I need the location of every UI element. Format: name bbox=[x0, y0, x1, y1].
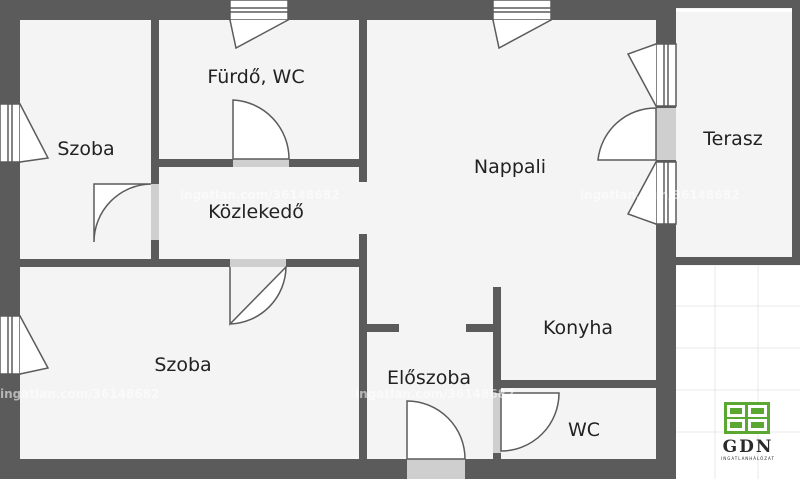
door-swings bbox=[19, 19, 657, 460]
door-openings bbox=[151, 108, 676, 479]
door-swing-szoba-bottom bbox=[229, 265, 287, 326]
watermark-text: ingatlan.com/36148682 bbox=[355, 387, 514, 401]
room-label-furdo: Fürdő, WC bbox=[207, 66, 304, 88]
logo-name: GDN bbox=[723, 437, 774, 457]
window-top-left bbox=[229, 0, 289, 21]
room-label-wc: WC bbox=[568, 419, 600, 441]
logo-tagline: INGATLANHÁLÓZAT bbox=[721, 456, 775, 461]
window-swing-right-bottom bbox=[626, 161, 657, 225]
room-label-nappali: Nappali bbox=[474, 156, 546, 178]
room-label-konyha: Konyha bbox=[543, 317, 613, 339]
room-label-kozlekedo: Közlekedő bbox=[208, 201, 304, 223]
watermark-text: ingatlan.com/36148682 bbox=[580, 188, 739, 202]
window-swing-left-top bbox=[19, 103, 50, 163]
window-swing-left-bottom bbox=[19, 315, 50, 375]
terrace-floor bbox=[668, 12, 792, 261]
watermarks: ingatlan.com/36148682 ingatlan.com/36148… bbox=[0, 188, 739, 401]
room-label-terasz: Terasz bbox=[702, 128, 762, 150]
window-right-bottom bbox=[655, 161, 677, 225]
window-top-right bbox=[492, 0, 552, 21]
window-swing-top-left bbox=[229, 19, 289, 50]
apartment-floor bbox=[12, 12, 668, 467]
door-swing-terasz bbox=[597, 107, 657, 161]
watermark-text: ingatlan.com/36148682 bbox=[0, 387, 159, 401]
window-left-top bbox=[0, 103, 21, 163]
windows bbox=[0, 0, 677, 375]
gdn-logo: GDN INGATLANHÁLÓZAT bbox=[721, 402, 775, 461]
watermark-text: ingatlan.com/36148682 bbox=[180, 188, 339, 202]
door-swing-furdo bbox=[232, 99, 290, 160]
room-label-eloszoba: Előszoba bbox=[387, 367, 471, 389]
window-right-top bbox=[655, 43, 677, 107]
logo-window-icon bbox=[724, 402, 770, 434]
room-label-szoba-bottom: Szoba bbox=[154, 354, 211, 376]
door-swing-eloszoba bbox=[406, 400, 466, 460]
window-swing-top-right bbox=[492, 19, 552, 50]
room-label-szoba-top: Szoba bbox=[57, 138, 114, 160]
window-left-bottom bbox=[0, 315, 21, 375]
door-swing-wc bbox=[500, 392, 560, 452]
door-swing-szoba-top bbox=[93, 183, 152, 243]
window-swing-right-top bbox=[626, 43, 657, 107]
room-labels: Szoba Fürdő, WC Nappali Terasz Közlekedő… bbox=[57, 66, 762, 441]
